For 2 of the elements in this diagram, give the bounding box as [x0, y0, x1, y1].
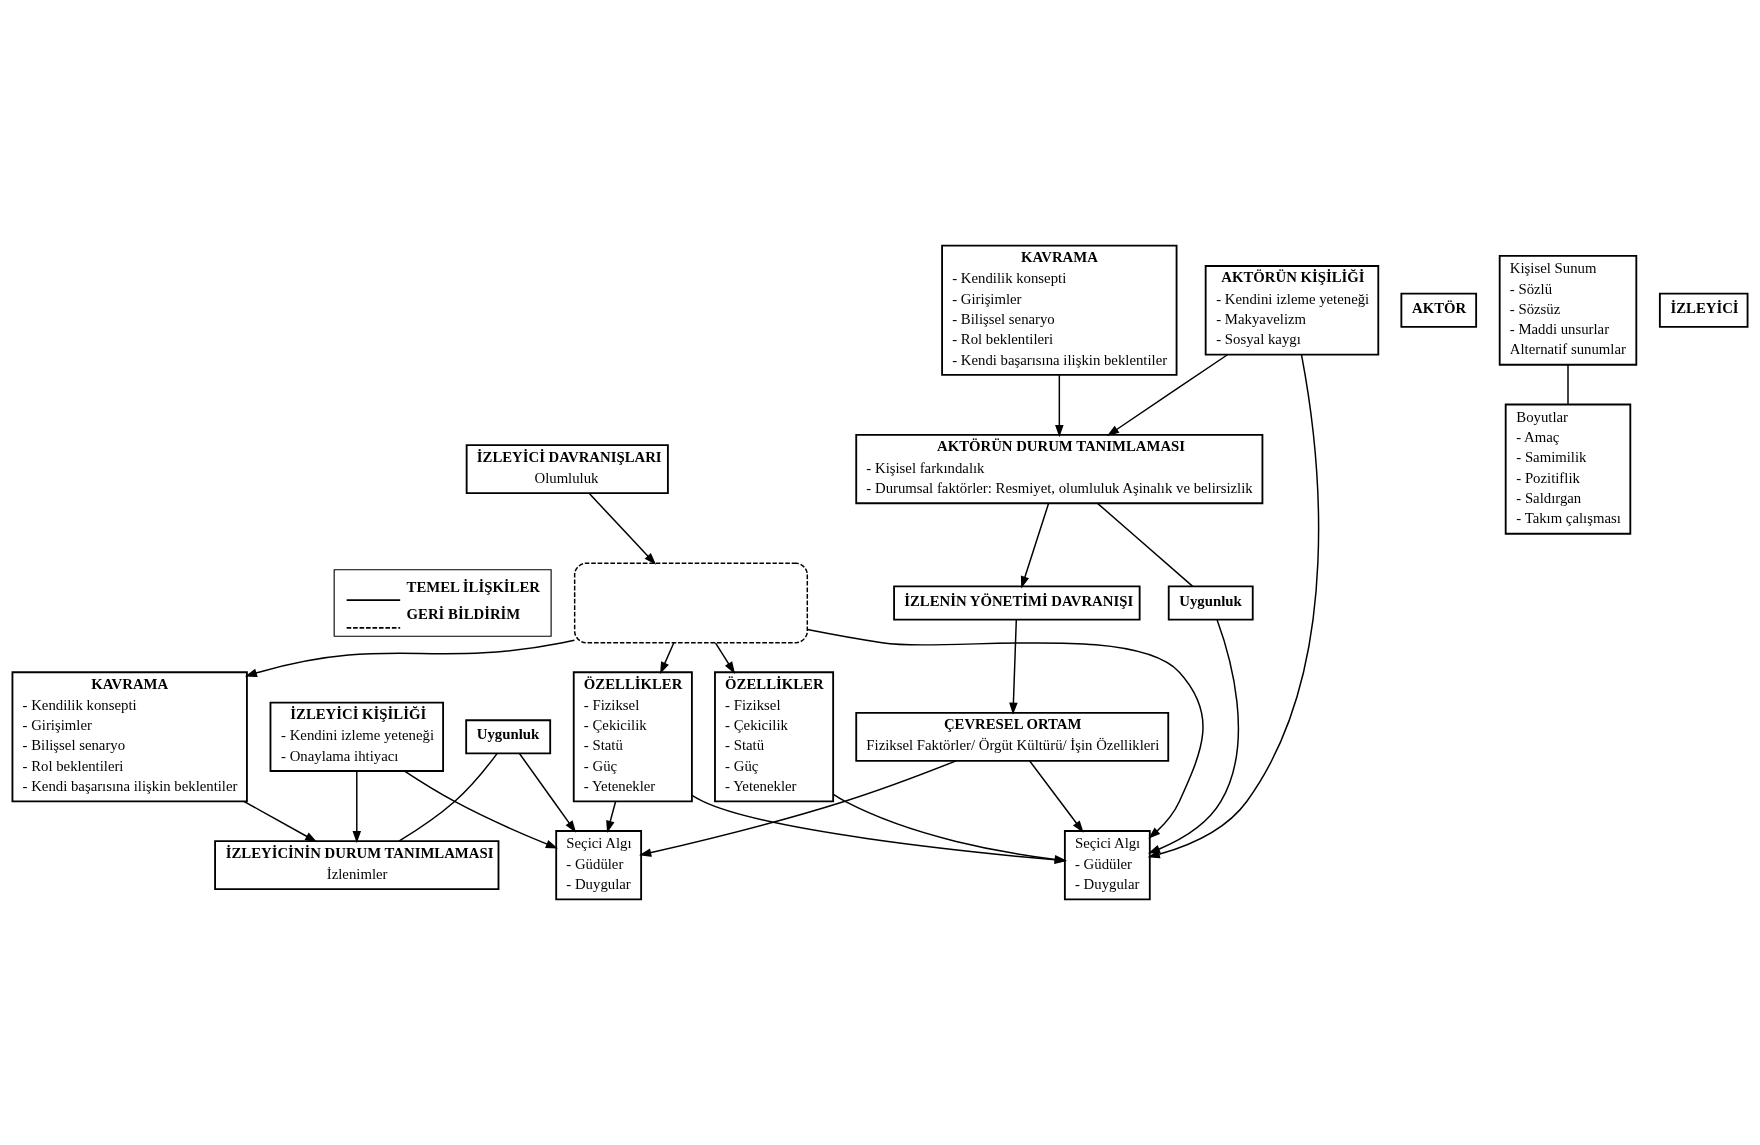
legend-label: TEMEL İLİŞKİLER	[406, 578, 540, 595]
legend-label: GERİ BİLDİRİM	[406, 606, 521, 623]
